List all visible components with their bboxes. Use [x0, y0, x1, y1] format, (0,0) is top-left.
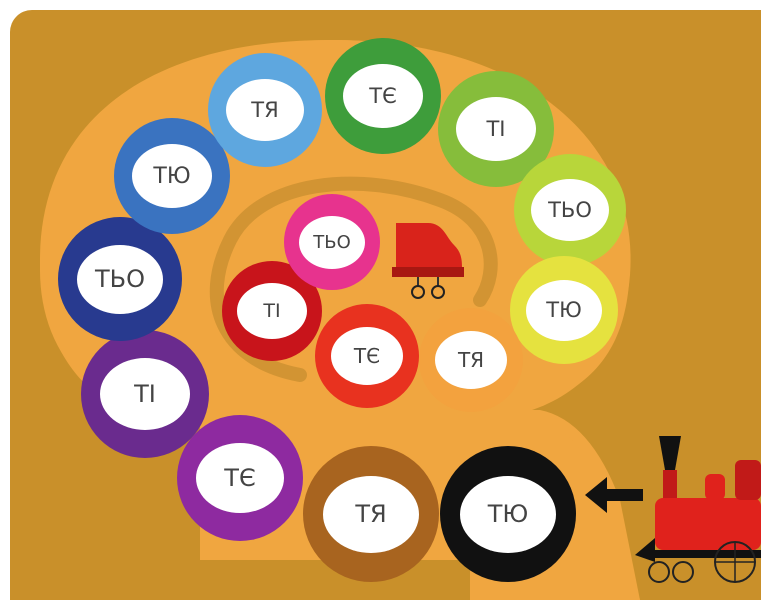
loco-cab: [735, 460, 761, 500]
board-cell-face: ТЮ: [132, 144, 212, 208]
board-cell-face: ТЬО: [299, 215, 365, 269]
syllable-label: ТЮ: [153, 163, 191, 189]
arrow-shaft: [605, 489, 643, 501]
board-cell-12[interactable]: ТЯ: [419, 308, 523, 412]
board-cell-face: ТЄ: [343, 64, 423, 128]
board-cell-8[interactable]: ТЄ: [325, 38, 441, 154]
board-cell-face: ТЄ: [196, 443, 284, 513]
loco-dome: [705, 474, 725, 500]
loco-wheel-1: [648, 561, 670, 583]
arrow-left-icon: [585, 477, 643, 513]
board-cell-2[interactable]: ТЯ: [303, 446, 439, 582]
board-cell-10[interactable]: ТЬО: [514, 154, 626, 266]
board-cell-face: ТЯ: [226, 79, 304, 141]
syllable-label: ТІ: [263, 300, 281, 322]
syllable-label: ТЯ: [251, 98, 279, 122]
syllable-label: ТІ: [134, 380, 156, 408]
loco-smokestack-top: [659, 436, 681, 470]
board-cell-face: ТЮ: [526, 279, 602, 341]
board-cell-face: ТІ: [100, 358, 190, 430]
board-cell-6[interactable]: ТЮ: [114, 118, 230, 234]
syllable-label: ТЬО: [548, 198, 592, 222]
syllable-label: ТЬО: [313, 231, 351, 253]
syllable-label: ТЯ: [355, 500, 387, 528]
board-cell-4[interactable]: ТІ: [81, 330, 209, 458]
board-cell-15[interactable]: ТЬО: [284, 194, 380, 290]
board-cell-face: ТІ: [237, 283, 307, 339]
syllable-label: ТЄ: [369, 84, 397, 108]
syllable-label: ТЄ: [353, 344, 381, 368]
arrow-head: [585, 477, 607, 513]
board-cell-1[interactable]: ТЮ: [440, 446, 576, 582]
loco-smokestack: [663, 470, 677, 505]
syllable-label: ТЮ: [487, 500, 529, 528]
board-cell-5[interactable]: ТЬО: [58, 217, 182, 341]
board-cell-face: ТЮ: [460, 475, 556, 553]
board-cell-face: ТЬО: [531, 179, 609, 241]
board-cell-14[interactable]: ТІ: [222, 261, 322, 361]
board-cell-7[interactable]: ТЯ: [208, 53, 322, 167]
grand-piano-icon: [392, 223, 464, 299]
syllable-label: ТІ: [486, 117, 506, 141]
board-cell-face: ТЬО: [77, 244, 163, 314]
locomotive-icon: [635, 436, 761, 583]
board-cell-3[interactable]: ТЄ: [177, 415, 303, 541]
board-cell-face: ТЯ: [323, 475, 419, 553]
piano-keyboard: [392, 267, 464, 277]
board-cell-face: ТЯ: [435, 331, 507, 389]
board-cell-face: ТЄ: [331, 327, 403, 385]
piano-body: [396, 223, 462, 267]
loco-frame: [649, 550, 761, 558]
board-cell-11[interactable]: ТЮ: [510, 256, 618, 364]
syllable-label: ТЄ: [224, 464, 256, 492]
board-cell-face: ТІ: [456, 97, 536, 161]
piano-wheel-right: [431, 285, 445, 299]
syllable-label: ТЮ: [546, 298, 582, 322]
loco-boiler: [655, 498, 761, 550]
piano-wheel-left: [411, 285, 425, 299]
board-cell-13[interactable]: ТЄ: [315, 304, 419, 408]
syllable-label: ТЬО: [94, 265, 145, 293]
loco-wheel-2: [672, 561, 694, 583]
syllable-label: ТЯ: [457, 348, 485, 372]
